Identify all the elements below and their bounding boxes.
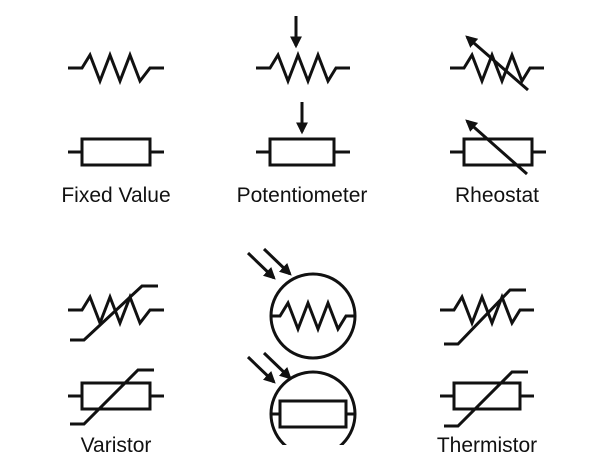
resistor-symbols-diagram — [68, 16, 546, 445]
thermistor-label: Thermistor — [436, 434, 538, 457]
light-dependent-resistor-symbol — [246, 247, 357, 360]
thermistor-box-symbol — [440, 370, 534, 428]
varistor-zigzag-symbol — [68, 284, 164, 342]
rheostat-box-symbol — [450, 119, 546, 176]
potentiometer-box-symbol — [256, 102, 350, 167]
potentiometer-zigzag-symbol — [256, 16, 350, 86]
varistor-label: Varistor — [80, 434, 152, 457]
fixed-resistor-box-symbol — [68, 137, 164, 167]
potentiometer-label: Potentiometer — [236, 184, 368, 207]
thermistor-zigzag-symbol — [440, 288, 534, 346]
fixed-value-label: Fixed Value — [61, 184, 171, 207]
rheostat-label: Rheostat — [454, 184, 540, 207]
rheostat-zigzag-symbol — [450, 35, 544, 92]
fixed-resistor-zigzag-symbol — [68, 50, 164, 86]
light-dependent-resistor-box-symbol — [246, 351, 357, 445]
varistor-box-symbol — [68, 368, 164, 426]
